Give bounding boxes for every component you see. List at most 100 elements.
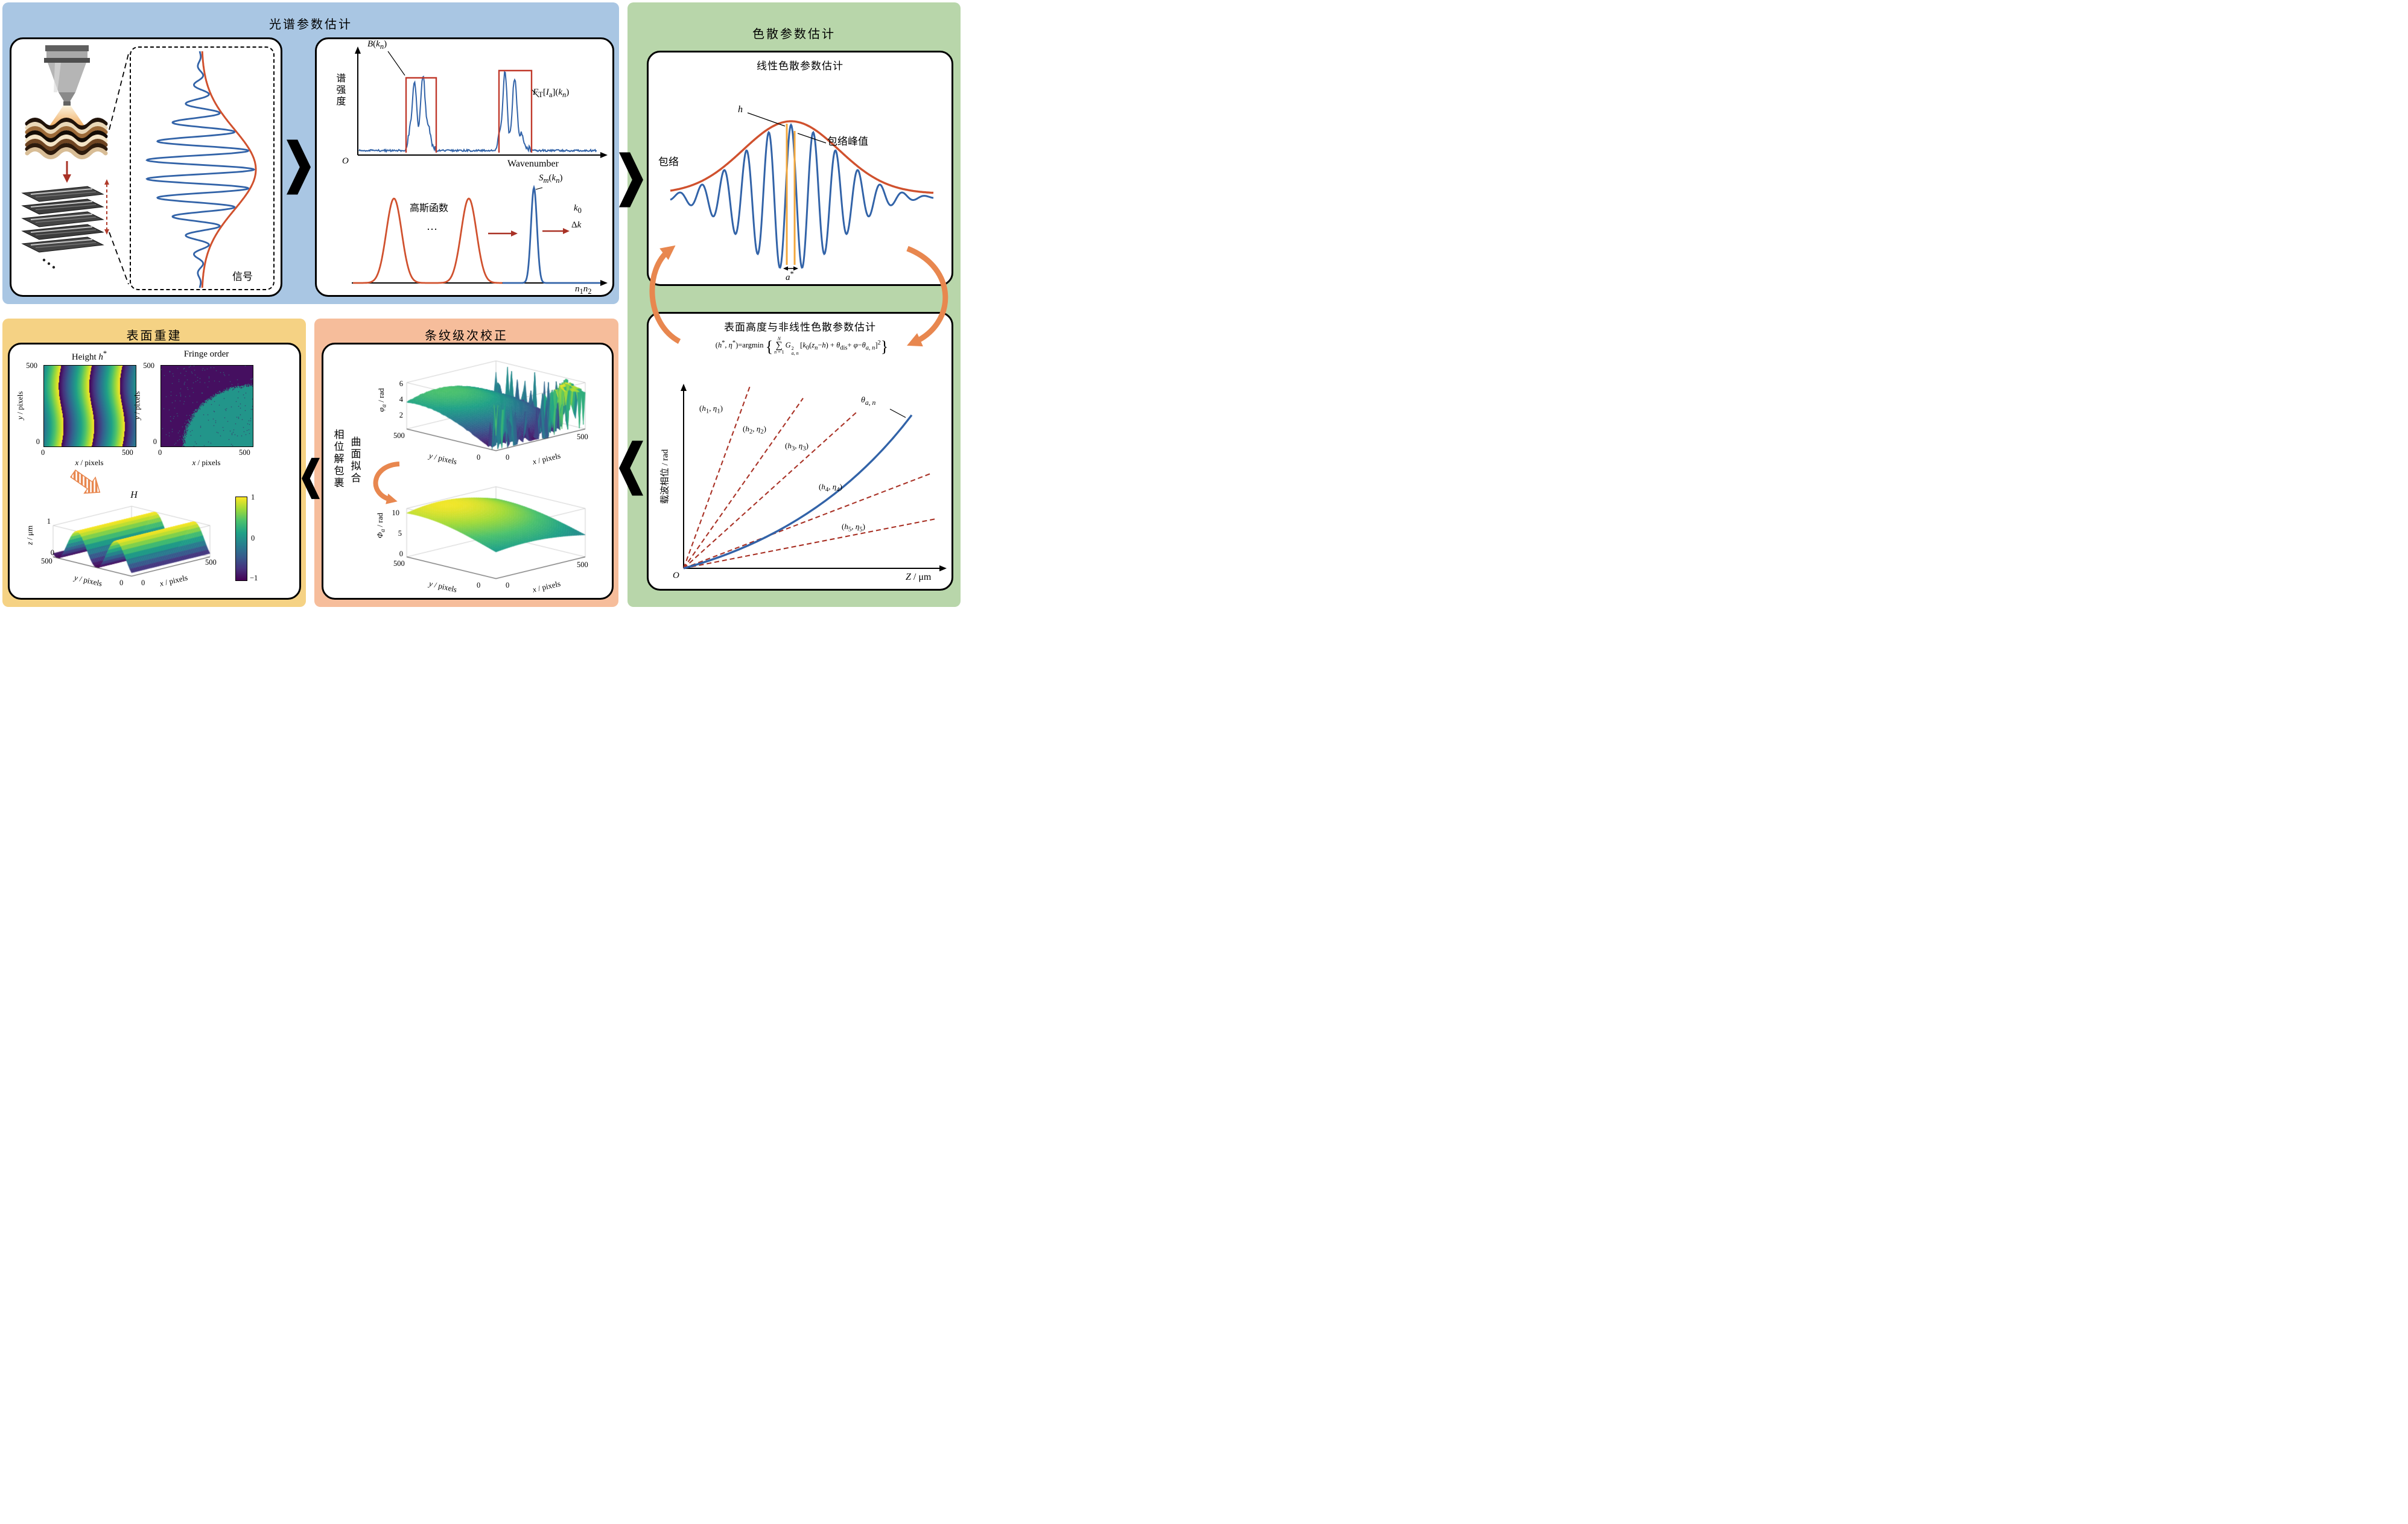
panel-surface: 表面重建 Height h* Fringe order y / pixels 5… xyxy=(2,319,306,607)
label-line-h2: (h2, η2) xyxy=(743,424,766,436)
spectrum-plots xyxy=(352,46,608,286)
fringe-order-ytick-500: 500 xyxy=(143,361,154,370)
xlabel-wavenumber: Wavenumber xyxy=(507,159,559,169)
label-line-h1: (h1, η1) xyxy=(699,404,723,415)
envelope-interferogram-plot xyxy=(670,112,934,271)
fitted-ytick-0: 0 xyxy=(477,581,481,589)
fitted-ytick-500: 500 xyxy=(393,559,405,568)
fringe-order-ytick-0: 0 xyxy=(153,437,157,446)
wrapped-ztick-4: 4 xyxy=(399,395,403,404)
zoom-connector-lines xyxy=(109,53,129,285)
label-envelope-peak: 包络峰值 xyxy=(827,136,868,147)
heightmap-xtick-0: 0 xyxy=(41,448,45,457)
heightmap-xtick-500: 500 xyxy=(122,448,133,457)
colorbar-tick-neg1: −1 xyxy=(250,574,258,582)
panel-title-dispersion: 色散参数估计 xyxy=(752,28,836,41)
flow-arrow-fringe-to-surface xyxy=(302,457,320,500)
flow-arrow-dispersion-to-fringe xyxy=(619,440,643,496)
fitted-zlabel: Φa / rad xyxy=(375,512,387,539)
surface-ytick-500: 500 xyxy=(41,557,52,565)
origin-label-top: O xyxy=(342,156,349,166)
wrapped-ztick-6: 6 xyxy=(399,379,403,388)
fitted-phase-3d-plot xyxy=(384,472,608,593)
heightmap-title: Height h* xyxy=(71,349,107,362)
fringe-order-ylabel: y / pixels xyxy=(132,391,142,420)
spectrum-analysis-box: 谱强度 O Wavenumber B(kn) FT[Ia](kn) 高斯函数 …… xyxy=(315,37,614,297)
heightmap-ylabel: y / pixels xyxy=(15,391,25,420)
surface-zlabel: z / μm xyxy=(25,525,34,545)
label-boxcar-B: B(kn) xyxy=(367,39,387,51)
label-surface-fitting: 曲面拟合 xyxy=(349,436,361,484)
fitted-ztick-10: 10 xyxy=(392,509,400,517)
panel-title-spectral: 光谱参数估计 xyxy=(269,18,352,31)
label-envelope: 包络 xyxy=(658,156,679,168)
panel-title-surface: 表面重建 xyxy=(126,329,182,343)
fringe-order-xtick-500: 500 xyxy=(239,448,250,457)
label-k0: k0 xyxy=(574,203,582,215)
heightmap-ytick-0: 0 xyxy=(36,437,40,446)
heightmap-ytick-500: 500 xyxy=(26,361,37,370)
colorbar-tick-1: 1 xyxy=(251,493,255,501)
ylabel-carrier-phase: 载波相位 / rad xyxy=(660,449,670,504)
interference-signal-waveform xyxy=(145,51,257,288)
probe-arrow-icon xyxy=(63,161,71,183)
nonlinear-dispersion-title: 表面高度与非线性色散参数估计 xyxy=(724,322,876,333)
flow-arrow-signal-to-spectrum xyxy=(287,139,311,195)
wrapped-ytick-500: 500 xyxy=(393,431,405,440)
figure-canvas: 光谱参数估计 xyxy=(0,0,963,609)
fitted-ztick-5: 5 xyxy=(398,529,402,538)
surface-3d-plot xyxy=(36,488,227,588)
fringe-order-xlabel: x / pixels xyxy=(192,458,221,467)
wrapped-xtick-0: 0 xyxy=(506,453,510,462)
surface-reconstruction-box: Height h* Fringe order y / pixels 500 0 … xyxy=(8,343,301,600)
surface-ytick-0: 0 xyxy=(119,579,124,587)
xlabel-n1n2: n1n2 xyxy=(575,284,592,296)
xlabel-Z-um: Z / μm xyxy=(906,572,932,582)
surface-xtick-0: 0 xyxy=(141,579,145,587)
wrapped-ztick-2: 2 xyxy=(399,411,403,419)
origin-label-phase: O xyxy=(673,571,679,580)
wrapped-phase-3d-plot xyxy=(384,349,608,464)
label-peak-S: Sm(kn) xyxy=(539,173,563,185)
surface-xtick-500: 500 xyxy=(205,558,217,567)
panel-spectral: 光谱参数估计 xyxy=(2,2,619,304)
interference-fringe-ribbon xyxy=(25,118,108,159)
colorbar xyxy=(235,497,247,581)
flow-arrow-spectral-to-dispersion xyxy=(619,152,643,208)
fringe-order-heatmap xyxy=(160,365,253,447)
surface-title-H: H xyxy=(130,489,138,500)
label-line-h5: (h5, η5) xyxy=(842,522,865,533)
colorbar-tick-0: 0 xyxy=(251,534,255,542)
heightmap-xlabel: x / pixels xyxy=(75,458,104,467)
fringe-order-title: Fringe order xyxy=(183,349,229,359)
wrapped-zlabel: φa / rad xyxy=(376,388,388,412)
surface-ztick-1: 1 xyxy=(46,517,51,525)
panel-dispersion: 色散参数估计 线性色散参数估计 包络 h 包络峰值 a* 表面高度与非线性色散参… xyxy=(627,2,961,607)
label-line-h3: (h3, η3) xyxy=(785,441,808,452)
label-a-star: a* xyxy=(786,270,794,282)
wrapped-ytick-0: 0 xyxy=(477,453,481,462)
label-ellipsis: … xyxy=(427,220,437,232)
label-signal: 信号 xyxy=(232,271,253,282)
label-phase-unwrapping: 相位解包裹 xyxy=(332,429,344,489)
panel-title-fringe: 条纹级次校正 xyxy=(425,329,508,343)
label-theta-an: θa, n xyxy=(861,396,876,407)
fitted-ztick-0: 0 xyxy=(399,550,403,558)
label-gaussian-function: 高斯函数 xyxy=(410,203,449,214)
ylabel-spectral-intensity: 谱强度 xyxy=(334,73,345,107)
linear-dispersion-box: 线性色散参数估计 包络 h 包络峰值 a* xyxy=(647,51,953,286)
fitted-xtick-0: 0 xyxy=(506,581,510,589)
layered-sample-stack xyxy=(21,179,109,269)
carrier-phase-plot xyxy=(681,384,947,571)
microscope-sample-illustration xyxy=(21,45,129,285)
objective-lens-icon xyxy=(44,45,90,106)
label-delta-k: Δk xyxy=(571,220,582,230)
label-line-h4: (h4, η4) xyxy=(819,482,842,494)
fringe-correction-box: 相位解包裹 曲面拟合 φa / rad 6 4 2 500 0 0 500 y … xyxy=(322,343,614,600)
label-fourier-spectrum: FT[Ia](kn) xyxy=(533,87,570,99)
linear-dispersion-title: 线性色散参数估计 xyxy=(757,60,843,72)
fringe-order-xtick-0: 0 xyxy=(158,448,162,457)
signal-zoom-box xyxy=(130,46,275,290)
